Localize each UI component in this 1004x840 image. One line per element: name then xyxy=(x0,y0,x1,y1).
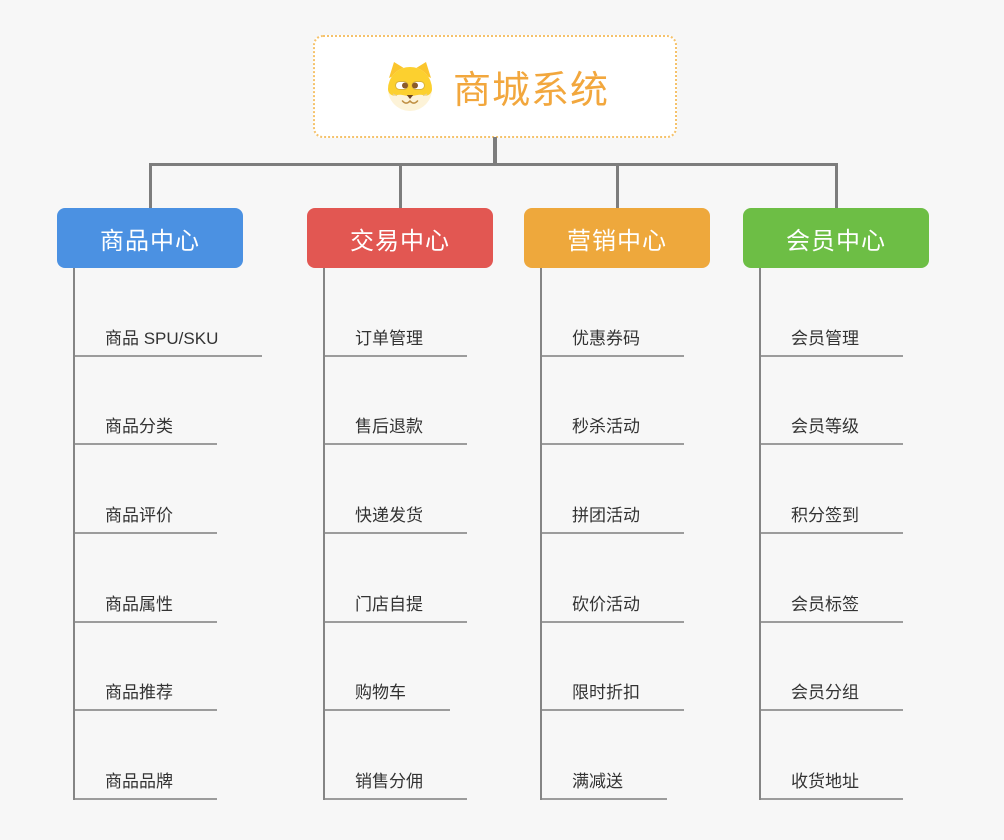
branch-items: 商品 SPU/SKU 商品分类商品评价商品属性商品推荐商品品牌 xyxy=(73,268,263,801)
tree-item-label: 限时折扣 xyxy=(542,678,684,712)
tree-item-label: 快递发货 xyxy=(325,501,467,535)
tree-item-label: 商品属性 xyxy=(75,590,217,623)
tree-item-label: 商品 SPU/SKU xyxy=(75,324,263,357)
tree-item-label: 积分签到 xyxy=(761,501,903,535)
tree-item[interactable]: 商品 SPU/SKU xyxy=(75,268,263,357)
tree-item[interactable]: 销售分佣 xyxy=(325,711,493,801)
tree-item-label: 会员管理 xyxy=(761,324,903,357)
tree-item-label: 砍价活动 xyxy=(542,590,684,623)
tree-item-label: 商品评价 xyxy=(75,501,217,535)
tree-item-label: 销售分佣 xyxy=(325,767,467,801)
tree-item[interactable]: 商品品牌 xyxy=(75,711,243,801)
tree-item[interactable]: 订单管理 xyxy=(325,268,493,357)
tree-item[interactable]: 会员标签 xyxy=(761,534,929,623)
tree-item-label: 商品分类 xyxy=(75,412,217,446)
tree-item[interactable]: 商品推荐 xyxy=(75,623,243,712)
tree-item-label: 满减送 xyxy=(542,767,667,801)
branch-2: 交易中心订单管理售后退款快递发货门店自提购物车销售分佣 xyxy=(307,163,493,801)
tree-item[interactable]: 商品评价 xyxy=(75,445,243,535)
tree-item[interactable]: 门店自提 xyxy=(325,534,493,623)
root-node[interactable]: 商城系统 xyxy=(313,35,677,138)
tree-item[interactable]: 购物车 xyxy=(325,623,493,712)
branch-header[interactable]: 交易中心 xyxy=(307,208,493,268)
tree-item[interactable]: 售后退款 xyxy=(325,357,493,446)
tree-item-label: 会员等级 xyxy=(761,412,903,446)
tree-item-label: 购物车 xyxy=(325,678,450,712)
tree-item-label: 拼团活动 xyxy=(542,501,684,535)
tree-item[interactable]: 商品分类 xyxy=(75,357,243,446)
tree-item-label: 门店自提 xyxy=(325,590,467,623)
shiba-dog-icon xyxy=(381,61,439,113)
tree-item-label: 优惠券码 xyxy=(542,324,684,357)
tree-item-label: 订单管理 xyxy=(325,324,467,357)
branch-header[interactable]: 商品中心 xyxy=(57,208,243,268)
tree-item[interactable]: 秒杀活动 xyxy=(542,357,710,446)
connector-drop xyxy=(148,163,152,208)
tree-item[interactable]: 会员等级 xyxy=(761,357,929,446)
connector-root-stub xyxy=(493,137,497,166)
branch-3: 营销中心优惠券码秒杀活动拼团活动砍价活动限时折扣满减送 xyxy=(524,163,710,801)
tree-item-label: 会员标签 xyxy=(761,590,903,623)
tree-item[interactable]: 限时折扣 xyxy=(542,623,710,712)
tree-item[interactable]: 积分签到 xyxy=(761,445,929,535)
tree-item[interactable]: 会员分组 xyxy=(761,623,929,712)
branch-1: 商品中心商品 SPU/SKU 商品分类商品评价商品属性商品推荐商品品牌 xyxy=(57,163,263,801)
branch-items: 会员管理会员等级积分签到会员标签会员分组收货地址 xyxy=(759,268,929,801)
tree-item-label: 商品品牌 xyxy=(75,767,217,801)
connector-drop xyxy=(615,163,619,208)
tree-item[interactable]: 快递发货 xyxy=(325,445,493,535)
tree-item-label: 收货地址 xyxy=(761,767,903,801)
branch-header[interactable]: 营销中心 xyxy=(524,208,710,268)
tree-item-label: 会员分组 xyxy=(761,678,903,712)
tree-item[interactable]: 会员管理 xyxy=(761,268,929,357)
tree-item[interactable]: 优惠券码 xyxy=(542,268,710,357)
branch-4: 会员中心会员管理会员等级积分签到会员标签会员分组收货地址 xyxy=(743,163,929,801)
connector-bus xyxy=(149,163,838,166)
tree-item-label: 秒杀活动 xyxy=(542,412,684,446)
connector-drop xyxy=(398,163,402,208)
connector-drop xyxy=(834,163,838,208)
tree-item[interactable]: 收货地址 xyxy=(761,711,929,801)
branch-items: 优惠券码秒杀活动拼团活动砍价活动限时折扣满减送 xyxy=(540,268,710,801)
tree-item[interactable]: 满减送 xyxy=(542,711,710,801)
tree-item-label: 售后退款 xyxy=(325,412,467,446)
root-title: 商城系统 xyxy=(452,70,609,112)
tree-item[interactable]: 砍价活动 xyxy=(542,534,710,623)
branch-header[interactable]: 会员中心 xyxy=(743,208,929,268)
tree-item-label: 商品推荐 xyxy=(75,678,217,712)
tree-item[interactable]: 拼团活动 xyxy=(542,445,710,535)
tree-item[interactable]: 商品属性 xyxy=(75,534,243,623)
branch-items: 订单管理售后退款快递发货门店自提购物车销售分佣 xyxy=(323,268,493,801)
